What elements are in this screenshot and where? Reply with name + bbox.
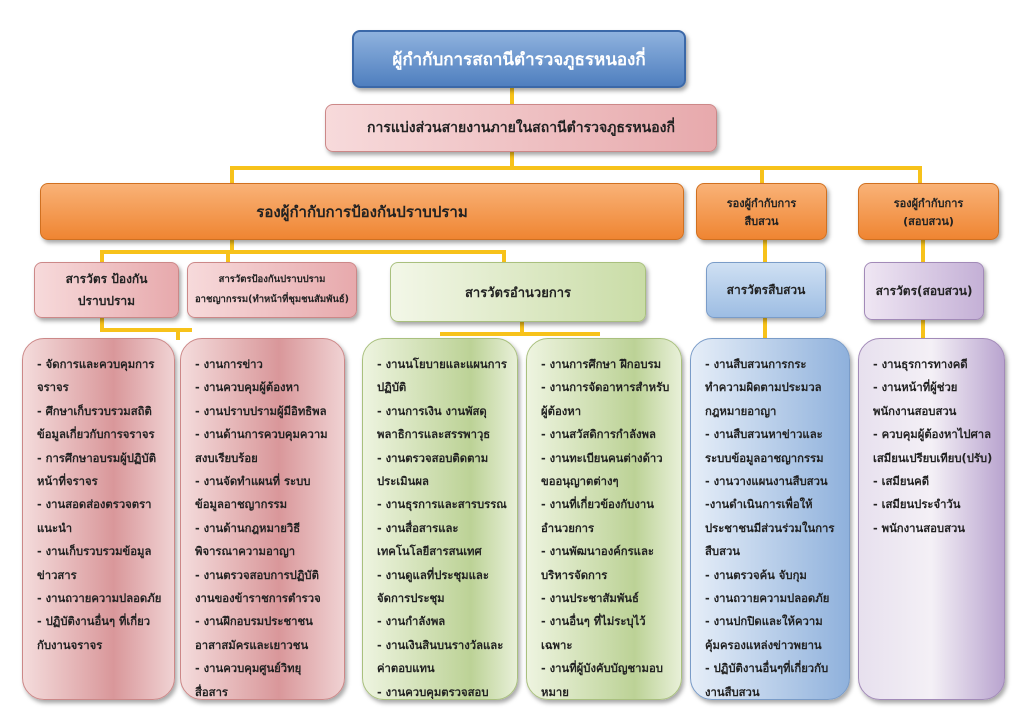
duty-item: - งานจัดทำแผนที่ ระบบข้อมูลอาชญากรรม [195, 475, 311, 512]
duty-item: - งานปราบปรามผู้มีอิทธิพล [195, 404, 327, 418]
duty-item: - งานอื่นๆ ที่ไม่ระบุไว้เฉพาะ [541, 615, 646, 652]
duty-item: -งานดำเนินการเพื่อให้ประชาชนมีส่วนร่วมใน… [705, 498, 835, 559]
deputy-investigation-box: รองผู้กำกับการ สืบสวน [696, 183, 827, 240]
duty-item: - งานธุรการและสารบรรณ [377, 498, 507, 512]
connector [230, 166, 922, 170]
connector [176, 328, 180, 340]
duty-item: - งานตรวจสอบติดตามประเมินผล [377, 451, 489, 489]
duty-item: - งานสื่อสารและเทคโนโลยีสารสนเทศ [377, 521, 482, 559]
duties-list-traffic: - จัดการและควบคุมการจราจร - ศึกษาเก็บรวบร… [22, 338, 175, 700]
connector [520, 322, 524, 334]
duty-item: - งานการศึกษา ฝึกอบรม [541, 358, 662, 371]
connector [100, 250, 104, 262]
duty-item: - เสมียนคดี [873, 475, 930, 489]
duty-item: - จัดการและควบคุมการจราจร [37, 358, 155, 395]
duties-list-investigation: - งานสืบสวนการกระทำความผิดตามประมวลกฎหมา… [690, 338, 850, 700]
duty-item: - งานฝึกอบรมประชาชนอาสาสมัครและเยาวชน [195, 615, 313, 652]
duty-item: - งานที่ผู้บังคับบัญชามอบหมาย [541, 662, 663, 699]
duties-list-inquiry: - งานธุรการทางคดี - งานหน้าที่ผู้ช่วยพนัก… [858, 338, 1005, 700]
division-title: การแบ่งส่วนสายงานภายในสถานีตำรวจภูธรหนอง… [367, 120, 675, 136]
duty-item: - งานเก็บรวบรวมข้อมูลข่าวสาร [37, 545, 152, 582]
deputy-label: รองผู้กำกับการป้องกันปราบปราม [256, 202, 468, 221]
duty-item: - ปฏิบัติงานอื่นๆ ที่เกี่ยวกับงานจราจร [37, 615, 151, 652]
deputy-prevention-box: รองผู้กำกับการป้องกันปราบปราม [40, 183, 684, 240]
duty-item: - งานทะเบียนคนต่างด้าวขออนุญาตต่างๆ [541, 451, 663, 489]
duty-item: - งานด้านการควบคุมความสงบเรียบร้อย [195, 428, 328, 465]
duty-item: - งานสอดส่องตรวจตราแนะนำ [37, 498, 152, 535]
duty-item: - งานถวายความปลอดภัย [37, 592, 162, 606]
duty-item: - งานสวัสดิการกำลังพล [541, 428, 656, 442]
duties-list-crime-prevention: - งานการข่าว - งานควบคุมผู้ต้องหา - งานปรา… [180, 338, 345, 700]
connector [760, 166, 764, 183]
duty-item: - งานที่เกี่ยวข้องกับงานอำนวยการ [541, 498, 654, 535]
duty-item: - งานนโยบายและแผนการปฏิบัติ [377, 358, 507, 395]
duty-item: - งานสืบสวนการกระทำความผิดตามประมวลกฎหมา… [705, 358, 822, 418]
duty-item: - งานหน้าที่ผู้ช่วยพนักงานสอบสวน [873, 381, 958, 418]
connector [763, 240, 767, 262]
connector [921, 240, 925, 262]
inspector-inquiry-box: สารวัตร(สอบสวน) [864, 262, 984, 320]
superintendent-box: ผู้กำกับการสถานีตำรวจภูธรหนองกี่ [352, 30, 686, 88]
connector [100, 250, 505, 254]
connector [918, 166, 922, 183]
duty-item: - ศึกษาเก็บรวบรวมสถิติข้อมูลเกี่ยวกับการ… [37, 404, 155, 442]
duties-list-admin-1: - งานนโยบายและแผนการปฏิบัติ - งานการเงิน … [362, 338, 518, 700]
duty-item: - งานควบคุมผู้ต้องหา [195, 381, 300, 395]
duty-item: - ปฏิบัติงานอื่นๆที่เกี่ยวกับงานสืบสวน [705, 662, 829, 699]
connector [230, 240, 234, 252]
duty-item: - งานพัฒนาองค์กรและบริหารจัดการ [541, 545, 654, 582]
inspector-label: สารวัตร(สอบสวน) [875, 283, 973, 298]
duty-item: - งานกำลังพล [377, 615, 446, 629]
deputy-label: รองผู้กำกับการ (สอบสวน) [893, 196, 964, 228]
duty-item: - ควบคุมผู้ต้องหาไปศาลเสมียนเปรียบเทียบ(… [873, 428, 993, 465]
deputy-inquiry-box: รองผู้กำกับการ (สอบสวน) [858, 183, 999, 240]
connector [226, 250, 230, 262]
duty-item: - เสมียนประจำวัน [873, 498, 961, 512]
duty-item: - พนักงานสอบสวน [873, 521, 966, 535]
connector [100, 328, 192, 332]
division-box: การแบ่งส่วนสายงานภายในสถานีตำรวจภูธรหนอง… [325, 104, 717, 152]
inspector-label: สารวัตร ป้องกันปราบปราม [65, 272, 148, 308]
duty-item: - งานประชาสัมพันธ์ [541, 592, 639, 606]
duty-item: - งานการเงิน งานพัสดุ พลาธิการและสรรพาวุ… [377, 404, 491, 442]
connector [502, 250, 506, 262]
duty-item: - งานถวายความปลอดภัย [705, 592, 830, 606]
inspector-label: สารวัตรอำนวยการ [464, 285, 571, 301]
duties-list-admin-2: - งานการศึกษา ฝึกอบรม - งานการจัดอาหารสำห… [526, 338, 682, 700]
inspector-admin-box: สารวัตรอำนวยการ [390, 262, 646, 322]
duty-item: - งานเงินสินบนรางวัลและค่าตอบแทน [377, 638, 504, 676]
duty-item: - งานวางแผนงานสืบสวน [705, 475, 828, 489]
duty-item: - งานด้านกฎหมายวิธีพิจารณาความอาญา [195, 521, 301, 559]
duty-item: - งานตรวจสอบการปฏิบัติงานของข้าราชการตำร… [195, 568, 321, 606]
duty-item: - งานดูแลที่ประชุมและจัดการประชุม [377, 568, 489, 606]
duty-item: - งานควบคุมศูนย์วิทยุสื่อสาร [195, 662, 302, 699]
duty-item: - การศึกษาอบรมผู้ปฏิบัติหน้าที่จราจร [37, 451, 157, 489]
inspector-label: สารวัตรสืบสวน [726, 282, 806, 297]
inspector-investigation-box: สารวัตรสืบสวน [706, 262, 826, 318]
connector [230, 166, 234, 183]
connector [510, 152, 514, 168]
connector [763, 318, 767, 338]
duty-item: - งานการข่าว [195, 358, 263, 371]
connector [440, 332, 600, 336]
inspector-prevention-box: สารวัตร ป้องกันปราบปราม [34, 262, 179, 318]
duty-item: - งานควบคุมตรวจสอบการ [377, 685, 489, 699]
duty-item: - งานตรวจค้น จับกุม [705, 568, 807, 582]
inspector-label: สารวัตรป้องกันปราบปราม อาชญากรรม(ทำหน้าท… [194, 274, 350, 305]
connector [510, 88, 514, 104]
connector [921, 320, 925, 338]
superintendent-title: ผู้กำกับการสถานีตำรวจภูธรหนองกี่ [392, 49, 646, 70]
duty-item: - งานปกปิดและให้ความคุ้มครองแหล่งข่าวพยา… [705, 615, 823, 652]
inspector-community-box: สารวัตรป้องกันปราบปราม อาชญากรรม(ทำหน้าท… [187, 262, 357, 318]
duty-item: - งานสืบสวนหาข่าวและระบบข้อมูลอาชญากรรม [705, 428, 824, 465]
duty-item: - งานการจัดอาหารสำหรับผู้ต้องหา [541, 381, 670, 418]
connector [100, 318, 104, 330]
deputy-label: รองผู้กำกับการ สืบสวน [726, 196, 797, 228]
duty-item: - งานธุรการทางคดี [873, 358, 968, 371]
